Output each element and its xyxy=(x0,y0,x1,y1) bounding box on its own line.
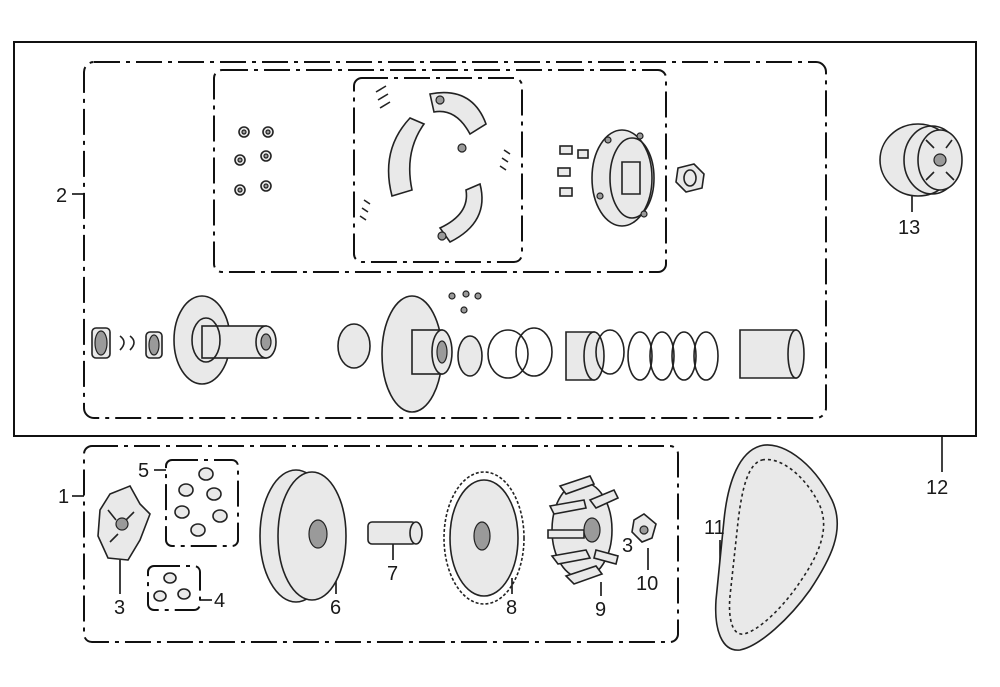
callout-6: 6 xyxy=(330,597,341,619)
ramp-plate-part xyxy=(97,484,151,561)
group-2-frame xyxy=(83,61,827,419)
collar-part xyxy=(739,329,805,379)
drive-plate-part xyxy=(557,129,655,227)
callout-10: 10 xyxy=(636,573,658,595)
clutch-bell-part xyxy=(879,123,963,197)
movable-drive-face-part xyxy=(259,469,347,603)
callout-7: 7 xyxy=(387,563,398,585)
callout-5: 5 xyxy=(138,460,149,482)
weight-rollers-part xyxy=(174,467,228,537)
o-rings-part xyxy=(457,327,553,379)
drive-face-part xyxy=(443,471,525,605)
callout-9: 9 xyxy=(595,599,606,621)
callout-12: 12 xyxy=(926,477,948,499)
fixed-driven-face-part xyxy=(173,295,277,385)
group-1-frame xyxy=(83,445,679,643)
retainer-nuts-part xyxy=(234,126,274,196)
sliders-part xyxy=(153,572,191,602)
clutch-shoe-group-frame xyxy=(213,69,667,273)
callout-13: 13 xyxy=(898,217,920,239)
spring-seat-and-spring-part xyxy=(565,329,719,381)
callout-3-ramp: 3 xyxy=(114,597,125,619)
assembly-12-frame xyxy=(13,41,977,437)
clutch-shoes-part xyxy=(359,85,511,244)
bearings-part xyxy=(91,327,163,359)
callout-11: 11 xyxy=(704,517,725,539)
callout-8: 8 xyxy=(506,597,517,619)
callout-4: 4 xyxy=(214,590,225,612)
sliding-driven-face-part xyxy=(337,290,482,413)
fan-nut-part xyxy=(631,513,657,543)
group-4-frame xyxy=(147,565,201,611)
callout-2: 2 xyxy=(56,185,67,207)
group-5-frame xyxy=(165,459,239,547)
cooling-fan-part xyxy=(547,475,620,585)
callout-1: 1 xyxy=(58,486,69,508)
drive-belt-part xyxy=(714,444,839,651)
callout-3-fan: 3 xyxy=(622,535,633,557)
clutch-nut-part xyxy=(675,163,705,193)
drive-face-boss-part xyxy=(367,521,423,545)
shoe-subgroup-frame xyxy=(353,77,523,263)
